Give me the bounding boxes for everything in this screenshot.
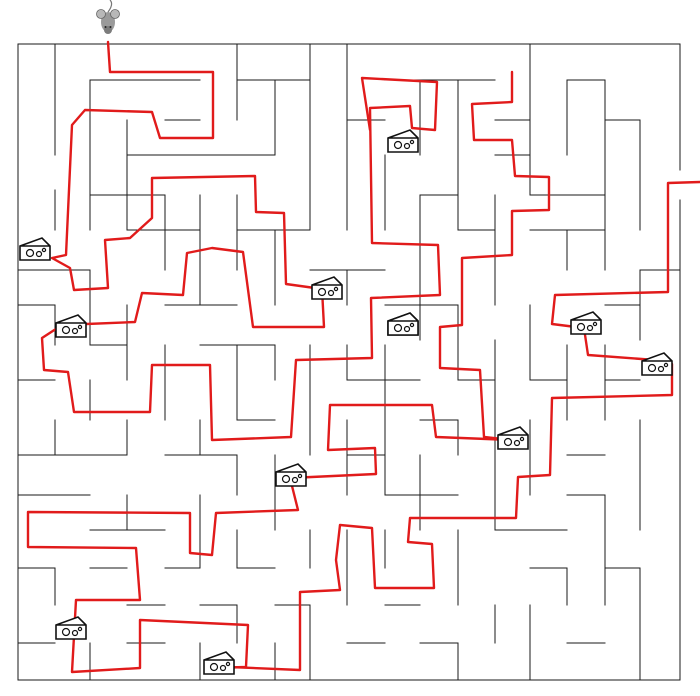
solution-path-main [40, 40, 442, 442]
cheese-layer [19, 129, 673, 675]
solution-path-south [26, 403, 514, 674]
solution-path-east [228, 70, 700, 672]
cheese-icon [387, 129, 419, 153]
cheese-icon [19, 237, 51, 261]
cheese-icon [311, 276, 343, 300]
maze-walls [17, 43, 681, 681]
cheese-icon [275, 463, 307, 487]
solution-path [26, 40, 700, 674]
cheese-icon [497, 426, 529, 450]
maze-outer-wall [89, 43, 681, 171]
cheese-icon [55, 314, 87, 338]
cheese-icon [55, 616, 87, 640]
cheese-icon [641, 352, 673, 376]
cheese-icon [203, 651, 235, 675]
cheese-icon [570, 311, 602, 335]
mouse-layer [96, 0, 120, 34]
cheese-icon [387, 312, 419, 336]
mouse-icon [96, 0, 120, 34]
